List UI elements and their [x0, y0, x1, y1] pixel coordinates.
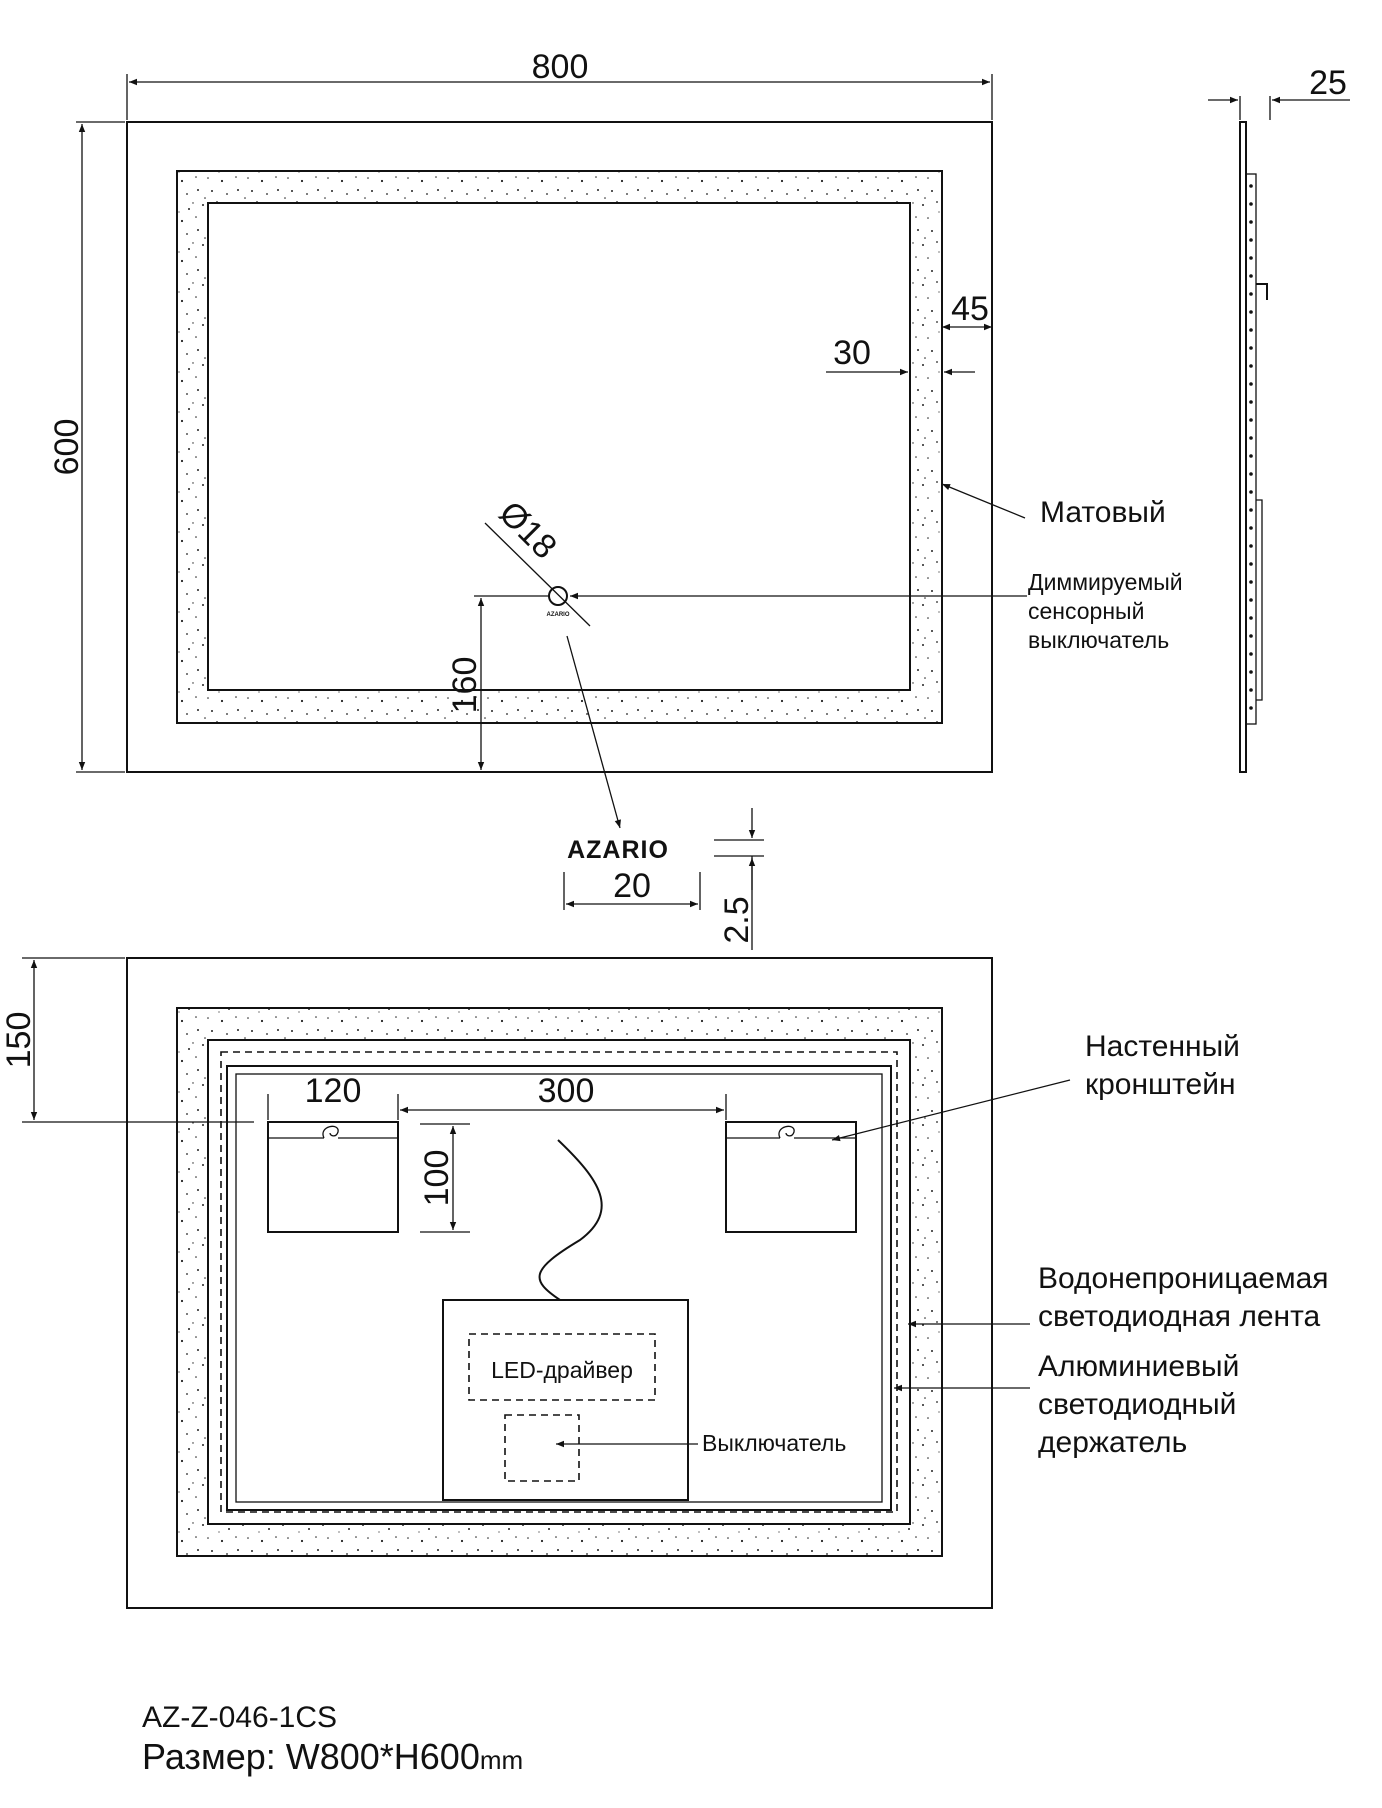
- back-outline: [126, 957, 993, 1609]
- led-dot: [1249, 670, 1253, 674]
- holder-label-line-1: Алюминиевый: [1038, 1350, 1239, 1383]
- back-view: 150 120 300 100 Настенный кронштей: [0, 957, 1329, 1609]
- led-dot: [1249, 598, 1253, 602]
- led-dot: [1249, 328, 1253, 332]
- led-strip-outline: [220, 1051, 898, 1513]
- side-hook-top: [1256, 283, 1268, 300]
- footer: AZ-Z-046-1CS Размер: W800*H600mm: [142, 1700, 523, 1781]
- size-text: Размер: W800*H600: [142, 1736, 480, 1777]
- switch-offset: 160: [446, 657, 484, 714]
- strip-label-line-1: Водонепроницаемая: [1038, 1262, 1329, 1295]
- led-dot: [1249, 634, 1253, 638]
- led-dot: [1249, 238, 1253, 242]
- led-dot: [1249, 454, 1253, 458]
- logo-width: 20: [613, 867, 651, 905]
- switch-box-label: Выключатель: [702, 1430, 846, 1456]
- frosted-band: [177, 171, 942, 723]
- led-dot: [1249, 418, 1253, 422]
- bracket-leader: [831, 1079, 1071, 1142]
- back-frosted-inner: [207, 1039, 911, 1525]
- led-dot: [1249, 274, 1253, 278]
- aluminium-holder-inner: [235, 1073, 883, 1503]
- led-dot: [1249, 256, 1253, 260]
- strip-label-line-2: светодиодная лента: [1038, 1300, 1321, 1333]
- logo-detail: AZARIO 20 2.5: [563, 808, 764, 950]
- right-bracket: [725, 1121, 857, 1233]
- led-dot: [1249, 544, 1253, 548]
- bracket-width: 120: [305, 1072, 362, 1110]
- led-dot: [1249, 292, 1253, 296]
- left-bracket: [267, 1121, 399, 1233]
- power-cable: [538, 1139, 603, 1301]
- led-dot: [1249, 706, 1253, 710]
- led-dot: [1249, 580, 1253, 584]
- driver-housing: [442, 1299, 689, 1501]
- led-dot: [1249, 562, 1253, 566]
- bracket-height: 100: [418, 1150, 456, 1207]
- side-led-dots: [1249, 184, 1253, 710]
- switch-label-line-3: выключатель: [1028, 627, 1169, 653]
- depth-dimension: 25: [1309, 64, 1347, 102]
- width-dimension: 800: [532, 48, 589, 86]
- led-dot: [1249, 688, 1253, 692]
- back-frosted-outer: [176, 1007, 943, 1557]
- led-dot: [1249, 364, 1253, 368]
- led-dot: [1249, 436, 1253, 440]
- size-line: Размер: W800*H600mm: [142, 1736, 523, 1781]
- led-dot: [1249, 490, 1253, 494]
- holder-label-line-3: держатель: [1038, 1426, 1187, 1459]
- led-dot: [1249, 310, 1253, 314]
- height-dimension: 600: [48, 419, 86, 476]
- bracket-spacing: 300: [538, 1072, 595, 1110]
- touch-switch-brand: AZARIO: [547, 612, 570, 618]
- side-frame: [1245, 173, 1257, 725]
- bracket-label-line-1: Настенный: [1085, 1030, 1240, 1063]
- touch-switch-icon: [548, 586, 568, 606]
- led-driver-label: LED-драйвер: [491, 1357, 633, 1383]
- logo-detail-brand: AZARIO: [567, 836, 669, 864]
- side-view: 25: [1208, 64, 1350, 773]
- size-unit: mm: [479, 1745, 524, 1775]
- led-dot: [1249, 184, 1253, 188]
- led-dot: [1249, 400, 1253, 404]
- led-dot: [1249, 526, 1253, 530]
- led-dot: [1249, 472, 1253, 476]
- switch-label-line-2: сенсорный: [1028, 598, 1144, 624]
- switch-box: [504, 1414, 580, 1482]
- frosted-label: Матовый: [1040, 496, 1166, 529]
- frosted-inner-edge: [207, 202, 911, 691]
- aluminium-holder: [226, 1065, 892, 1511]
- diameter-leader: [484, 522, 591, 627]
- border-dimension: 45: [951, 290, 989, 328]
- top-offset: 150: [0, 1012, 38, 1069]
- side-back-box: [1256, 499, 1263, 701]
- front-view: 800 600 45 30 Матовый AZARIO Ø18 Диммиру…: [48, 48, 1183, 829]
- led-dot: [1249, 382, 1253, 386]
- switch-diameter: Ø18: [492, 494, 564, 566]
- model-code: AZ-Z-046-1CS: [142, 1701, 338, 1734]
- logo-height: 2.5: [718, 896, 756, 943]
- logo-detail-leader: [566, 635, 621, 829]
- led-dot: [1249, 202, 1253, 206]
- led-dot: [1249, 652, 1253, 656]
- frosted-outer-edge: [176, 170, 943, 724]
- led-dot: [1249, 616, 1253, 620]
- led-driver-box: [468, 1333, 656, 1401]
- switch-label-line-1: Диммируемый: [1028, 569, 1183, 595]
- mirror-outline: [126, 121, 993, 773]
- led-dot: [1249, 508, 1253, 512]
- frosted-leader: [941, 483, 1026, 519]
- led-dot: [1249, 346, 1253, 350]
- inner-dimension: 30: [833, 334, 871, 372]
- led-dot: [1249, 220, 1253, 224]
- holder-label-line-2: светодиодный: [1038, 1388, 1236, 1421]
- side-glass: [1239, 121, 1247, 773]
- bracket-label-line-2: кронштейн: [1085, 1068, 1236, 1101]
